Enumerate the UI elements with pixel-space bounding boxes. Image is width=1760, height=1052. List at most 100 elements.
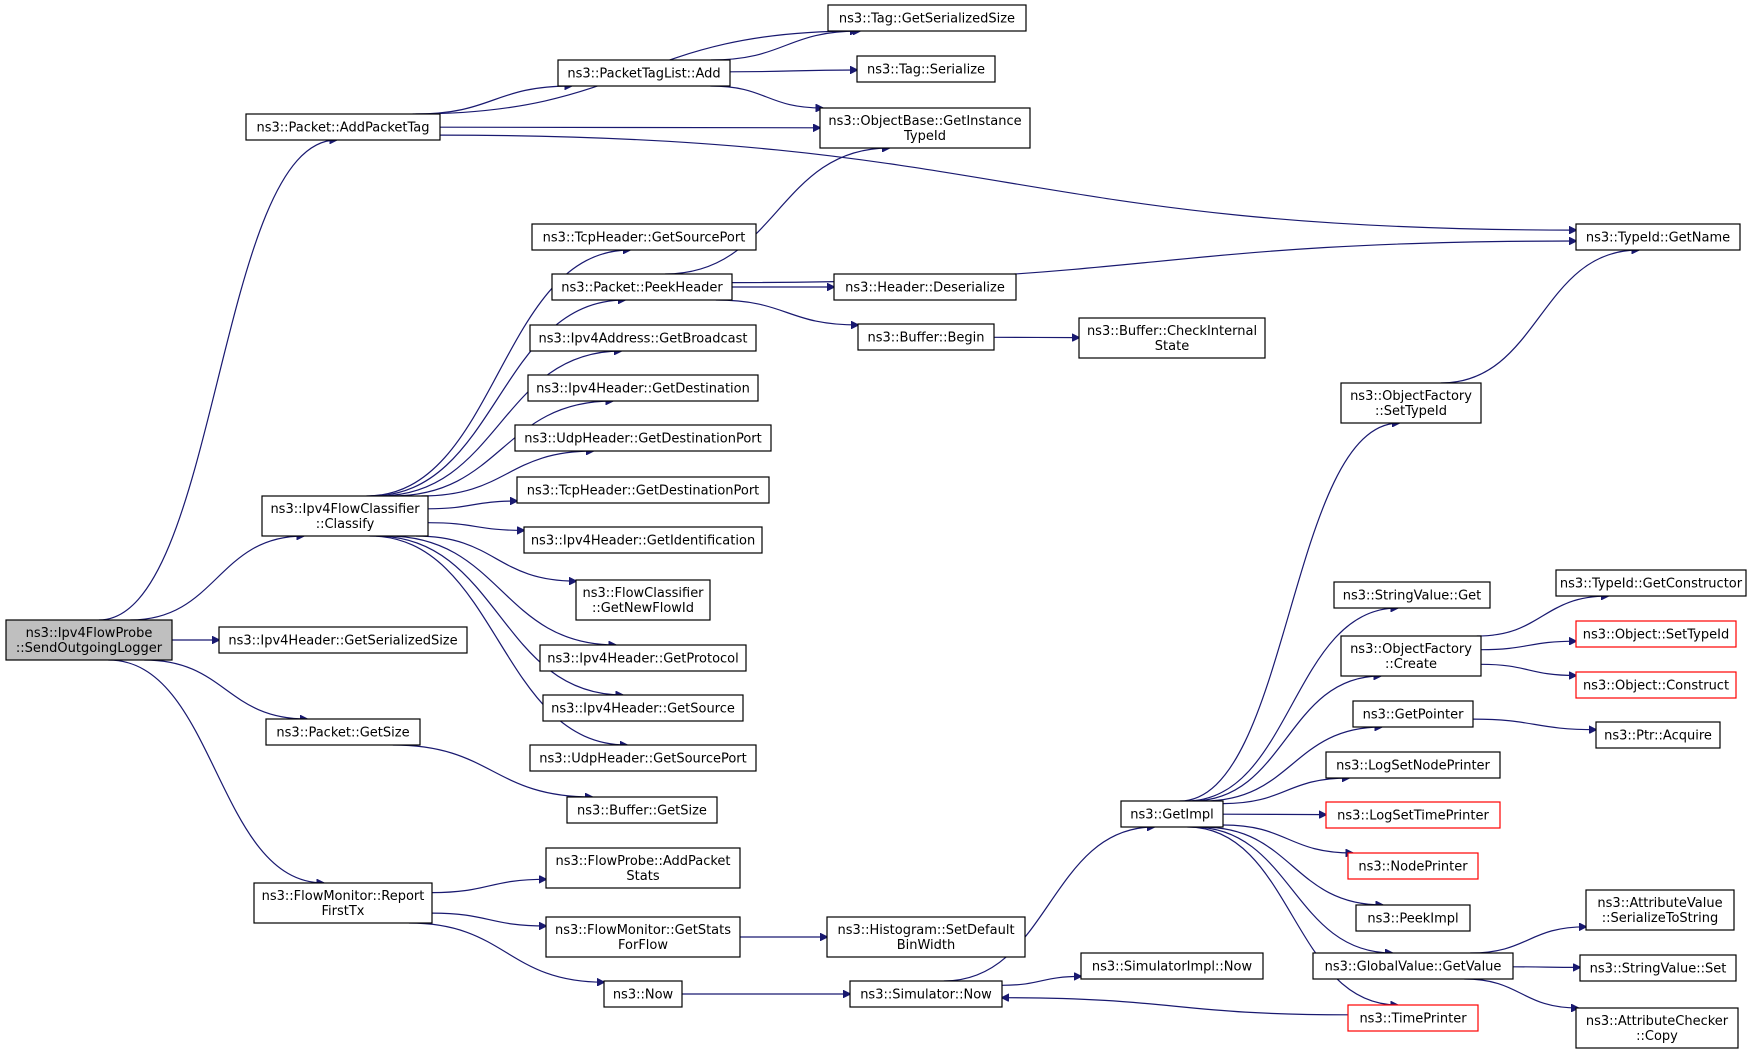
node-packet-get-size[interactable]: ns3::Packet::GetSize <box>265 718 421 746</box>
edge-get-impl-to-global-value-get-value <box>1192 826 1393 953</box>
node-ns3-now[interactable]: ns3::Now <box>603 980 683 1008</box>
edge-flow-classify-to-ipv4-addr-get-broadcast <box>378 351 622 497</box>
node-label: ns3::Buffer::Begin <box>867 331 984 346</box>
node-label: ns3::Histogram::SetDefault <box>837 923 1014 938</box>
node-label: ns3::GetPointer <box>1363 708 1464 723</box>
node-node-printer[interactable]: ns3::NodePrinter <box>1347 852 1479 880</box>
node-ipv4-hdr-ser-size[interactable]: ns3::Ipv4Header::GetSerializedSize <box>218 626 468 654</box>
node-label: ns3::FlowMonitor::Report <box>262 889 425 904</box>
node-time-printer[interactable]: ns3::TimePrinter <box>1347 1004 1479 1032</box>
node-box <box>529 744 757 772</box>
node-simulator-now[interactable]: ns3::Simulator::Now <box>849 980 1003 1008</box>
node-root[interactable]: ns3::Ipv4FlowProbe::SendOutgoingLogger <box>5 619 173 661</box>
node-box <box>1352 700 1474 728</box>
edge-get-impl-to-log-set-node-printer <box>1222 778 1349 805</box>
edge-flow-classify-to-udp-get-source-port <box>369 535 627 745</box>
node-string-value-set[interactable]: ns3::StringValue::Set <box>1579 954 1737 982</box>
node-label: FirstTx <box>322 904 365 919</box>
node-udp-get-dest-port[interactable]: ns3::UdpHeader::GetDestinationPort <box>514 424 772 452</box>
node-label: ns3::ObjectFactory <box>1350 389 1472 404</box>
node-tag-serialize[interactable]: ns3::Tag::Serialize <box>856 55 996 83</box>
edge-root-to-add-packet-tag <box>98 140 337 621</box>
node-flow-classifier-new-id[interactable]: ns3::FlowClassifier::GetNewFlowId <box>575 579 711 621</box>
node-type-id-get-constructor[interactable]: ns3::TypeId::GetConstructor <box>1555 569 1747 597</box>
node-obj-factory-set-type-id[interactable]: ns3::ObjectFactory::SetTypeId <box>1340 382 1482 424</box>
node-log-set-time-printer[interactable]: ns3::LogSetTimePrinter <box>1325 801 1501 829</box>
node-label: ns3::NodePrinter <box>1358 860 1468 875</box>
node-object-construct[interactable]: ns3::Object::Construct <box>1575 671 1737 699</box>
node-label: ns3::Ipv4FlowClassifier <box>270 502 420 517</box>
node-label: ns3::Object::Construct <box>1583 679 1729 694</box>
node-packet-tag-list-add[interactable]: ns3::PacketTagList::Add <box>557 59 731 87</box>
node-label: ns3::UdpHeader::GetSourcePort <box>539 752 747 767</box>
node-header-deserialize[interactable]: ns3::Header::Deserialize <box>833 273 1017 301</box>
node-ipv4-hdr-get-ident[interactable]: ns3::Ipv4Header::GetIdentification <box>523 526 763 554</box>
node-label: ns3::StringValue::Set <box>1590 962 1727 977</box>
node-ipv4-addr-get-broadcast[interactable]: ns3::Ipv4Address::GetBroadcast <box>529 324 757 352</box>
node-tag-get-ser-size[interactable]: ns3::Tag::GetSerializedSize <box>827 4 1027 32</box>
node-box <box>833 273 1017 301</box>
node-label: ns3::Object::SetTypeId <box>1583 628 1729 643</box>
node-box <box>857 323 995 351</box>
node-flow-classify[interactable]: ns3::Ipv4FlowClassifier::Classify <box>261 495 429 537</box>
node-box <box>539 644 747 672</box>
edge-packet-peek-header-to-buffer-begin <box>715 299 858 325</box>
node-label: ns3::FlowClassifier <box>582 586 704 601</box>
node-box <box>1575 223 1741 251</box>
node-get-pointer[interactable]: ns3::GetPointer <box>1352 700 1474 728</box>
node-box <box>1595 721 1721 749</box>
edge-root-to-flow-classify <box>130 536 303 621</box>
node-label: ns3::GetImpl <box>1130 808 1214 823</box>
node-label: ::SetTypeId <box>1375 404 1447 419</box>
node-ptr-acquire[interactable]: ns3::Ptr::Acquire <box>1595 721 1721 749</box>
node-packet-peek-header[interactable]: ns3::Packet::PeekHeader <box>551 273 733 301</box>
node-object-set-type-id[interactable]: ns3::Object::SetTypeId <box>1575 620 1737 648</box>
node-box <box>531 223 757 251</box>
node-box <box>1340 635 1482 677</box>
node-buffer-get-size[interactable]: ns3::Buffer::GetSize <box>566 796 718 824</box>
node-obj-factory-create[interactable]: ns3::ObjectFactory::Create <box>1340 635 1482 677</box>
edge-report-first-tx-to-flow-probe-add-stats <box>431 879 546 894</box>
edge-simulator-now-to-simulator-impl-now <box>1001 976 1081 986</box>
edge-obj-factory-set-type-id-to-type-id-get-name <box>1440 250 1639 384</box>
node-buffer-begin[interactable]: ns3::Buffer::Begin <box>857 323 995 351</box>
node-type-id-get-name[interactable]: ns3::TypeId::GetName <box>1575 223 1741 251</box>
edge-report-first-tx-to-ns3-now <box>408 922 604 982</box>
node-string-value-get[interactable]: ns3::StringValue::Get <box>1333 581 1491 609</box>
node-label: ns3::Packet::PeekHeader <box>561 281 723 296</box>
edge-obj-factory-create-to-object-set-type-id <box>1480 641 1576 651</box>
node-log-set-node-printer[interactable]: ns3::LogSetNodePrinter <box>1325 751 1501 779</box>
node-tcp-get-dest-port[interactable]: ns3::TcpHeader::GetDestinationPort <box>516 476 770 504</box>
node-get-impl[interactable]: ns3::GetImpl <box>1120 800 1224 828</box>
edge-report-first-tx-to-flow-mon-get-stats <box>431 912 546 926</box>
node-box <box>1340 382 1482 424</box>
node-ipv4-hdr-get-destination[interactable]: ns3::Ipv4Header::GetDestination <box>527 374 759 402</box>
node-label: ns3::LogSetTimePrinter <box>1337 809 1489 824</box>
node-ipv4-hdr-get-source[interactable]: ns3::Ipv4Header::GetSource <box>542 694 744 722</box>
node-tcp-get-source-port[interactable]: ns3::TcpHeader::GetSourcePort <box>531 223 757 251</box>
node-peek-impl[interactable]: ns3::PeekImpl <box>1355 904 1471 932</box>
node-global-value-get-value[interactable]: ns3::GlobalValue::GetValue <box>1312 952 1514 980</box>
node-simulator-impl-now[interactable]: ns3::SimulatorImpl::Now <box>1080 952 1264 980</box>
node-udp-get-source-port[interactable]: ns3::UdpHeader::GetSourcePort <box>529 744 757 772</box>
node-box <box>1312 952 1514 980</box>
node-box <box>527 374 759 402</box>
node-label: ns3::Ipv4Header::GetProtocol <box>547 652 739 667</box>
node-add-packet-tag[interactable]: ns3::Packet::AddPacketTag <box>245 113 441 141</box>
node-box <box>849 980 1003 1008</box>
node-ipv4-hdr-get-protocol[interactable]: ns3::Ipv4Header::GetProtocol <box>539 644 747 672</box>
edge-flow-classify-to-flow-classifier-new-id <box>415 535 576 581</box>
node-box <box>1078 317 1266 359</box>
node-attr-checker-copy[interactable]: ns3::AttributeChecker::Copy <box>1575 1007 1739 1049</box>
edge-flow-classify-to-ipv4-hdr-get-protocol <box>386 535 616 645</box>
node-box <box>819 107 1031 149</box>
node-attr-value-serialize[interactable]: ns3::AttributeValue::SerializeToString <box>1585 889 1735 931</box>
node-box <box>557 59 731 87</box>
